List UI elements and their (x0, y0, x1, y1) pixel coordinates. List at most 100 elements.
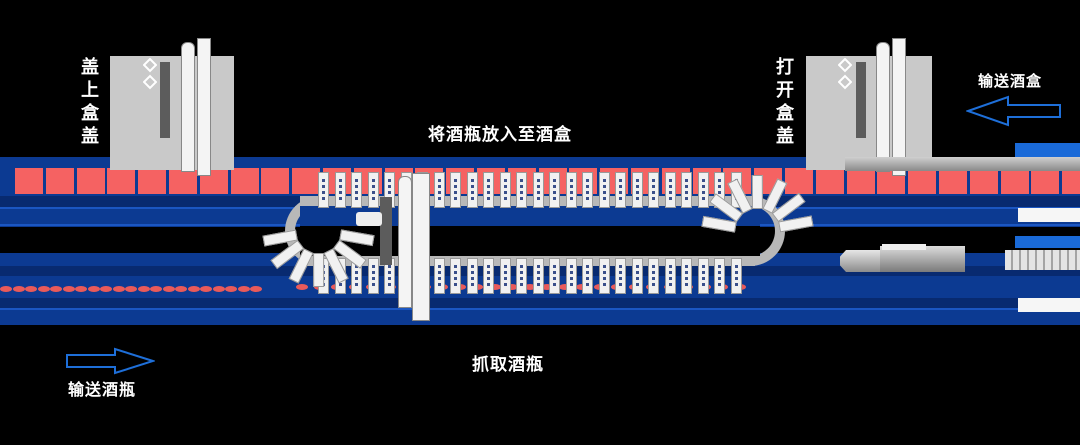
gripper (466, 172, 478, 208)
gripper (631, 258, 643, 294)
cap-lid-robot-carriage (181, 42, 195, 172)
gripper (549, 258, 560, 294)
gripper (367, 258, 379, 294)
bottle (212, 286, 225, 292)
bottle (37, 286, 50, 292)
gripper (499, 258, 511, 294)
box-slot (138, 168, 167, 194)
center-robot-arm (380, 197, 392, 265)
gripper (516, 258, 527, 294)
bottle (100, 286, 112, 292)
gripper (615, 258, 626, 294)
gripper (549, 172, 560, 208)
bottle (488, 284, 501, 290)
gripper (565, 258, 577, 294)
bottle-infeed-guide (1018, 298, 1080, 312)
bottle-infeed-panel (1015, 236, 1080, 248)
bottle (0, 286, 12, 292)
box-slot (1031, 168, 1060, 194)
open-lid-robot-column (892, 38, 906, 176)
gripper (697, 172, 709, 208)
place-bottle-label: 将酒瓶放入至酒盒 (428, 125, 572, 145)
box-slot (785, 168, 813, 194)
bottle-conveyor-inner (0, 298, 1080, 308)
box-slot (908, 168, 937, 194)
box-infeed-panel (1015, 143, 1080, 157)
center-robot-carriage (398, 176, 412, 308)
bottle-infeed-top (882, 244, 926, 250)
box-slot (107, 168, 136, 194)
bottle (187, 286, 200, 292)
bottle (25, 286, 37, 292)
gripper (483, 258, 494, 294)
gripper (664, 172, 676, 208)
box-slot (45, 168, 74, 194)
gripper (631, 172, 643, 208)
bottle (558, 284, 571, 290)
gripper (681, 172, 692, 208)
gripper (483, 172, 494, 208)
open-lid-robot-carriage (876, 42, 890, 172)
bottle (541, 284, 553, 290)
box-slot (76, 168, 105, 194)
carousel-chain-bottom (300, 256, 755, 266)
bottle (150, 286, 162, 292)
gripper (681, 258, 692, 294)
gripper (313, 252, 325, 288)
bottle (250, 286, 262, 292)
gripper (751, 174, 763, 210)
bottle-infeed-cylinder (1005, 250, 1080, 270)
gripper (450, 172, 461, 208)
gripper (367, 172, 379, 208)
arrow-right-icon (65, 347, 157, 379)
gripper (582, 258, 593, 294)
bottle (175, 286, 187, 292)
gripper (714, 258, 725, 294)
gripper (433, 172, 445, 208)
cap-lid-label: 盖上盒盖 (81, 57, 99, 147)
gripper (615, 172, 626, 208)
gripper (582, 172, 593, 208)
open-lid-label: 打开盒盖 (776, 57, 794, 147)
bottle (200, 286, 212, 292)
convey-bottle-label: 输送酒瓶 (68, 380, 137, 399)
cap-lid-station-icon (142, 57, 158, 94)
open-lid-station-icon (837, 57, 853, 94)
box-slot (815, 168, 844, 194)
gripper (648, 172, 659, 208)
box-slot (969, 168, 998, 194)
gripper (532, 258, 544, 294)
bottle-conveyor-edge (0, 308, 1080, 310)
box-slot (939, 168, 967, 194)
gripper (433, 258, 445, 294)
bottle (12, 286, 25, 292)
gripper (697, 258, 709, 294)
bottle-infeed-nozzle (840, 250, 880, 272)
gripper (334, 172, 346, 208)
gripper (351, 172, 362, 208)
bottle (523, 284, 536, 290)
arrow-left-icon (964, 95, 1062, 131)
gripper (565, 172, 577, 208)
box-slot (1000, 168, 1029, 194)
gripper (532, 172, 544, 208)
box-slot (15, 168, 43, 194)
box-slot (292, 168, 321, 194)
gripper (466, 258, 478, 294)
bottle (225, 286, 237, 292)
bottle (50, 286, 62, 292)
bottle (125, 286, 137, 292)
open-lid-station-housing (806, 56, 932, 170)
convey-box-label: 输送酒盒 (978, 72, 1043, 90)
center-robot-column (412, 173, 430, 321)
box-slot (169, 168, 197, 194)
cap-lid-robot-column (197, 38, 211, 176)
bottle (237, 286, 250, 292)
cap-lid-station-housing (110, 56, 234, 170)
gripper (450, 258, 461, 294)
gripper (598, 258, 610, 294)
box-slot (846, 168, 875, 194)
bottle-infeed-body (880, 246, 965, 272)
carousel-chain-top (300, 196, 755, 206)
center-robot-gripper (356, 212, 382, 226)
